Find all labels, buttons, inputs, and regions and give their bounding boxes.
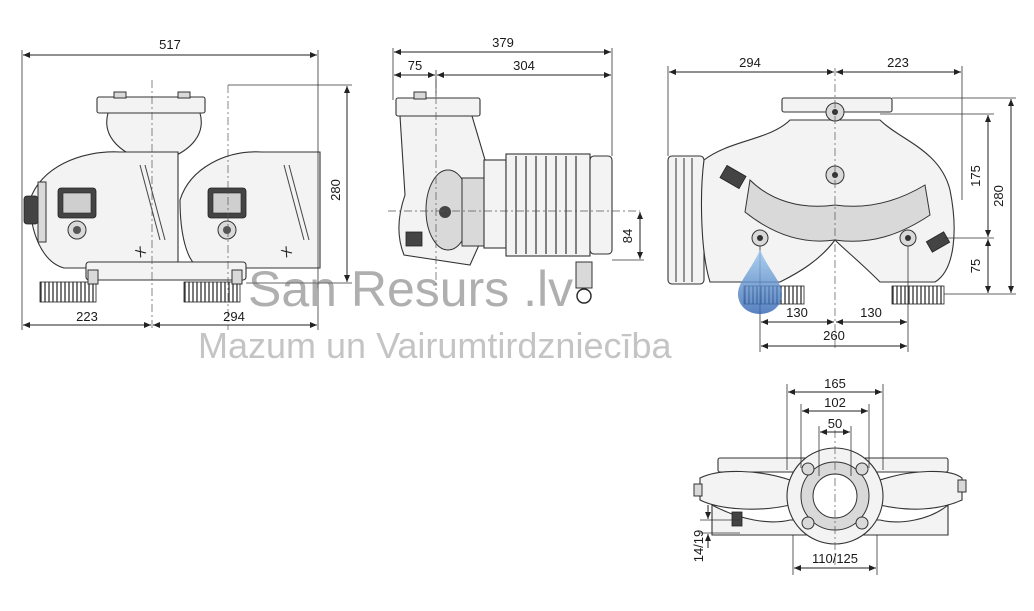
dim-side-motor-length: 304 [513,58,535,73]
dim-side-flange-offset: 75 [408,58,422,73]
flange-view [693,430,967,565]
dim-flange-bolt-span: 110/125 [812,551,858,566]
dim-flange-bolt-circle: 102 [824,395,846,410]
front-view-dimensions: 517 280 223 294 [21,37,352,330]
dim-rear-hole-right: 130 [860,305,882,320]
rear-view [667,68,955,350]
dim-side-axis-height: 84 [620,229,635,243]
side-view-dimensions: 379 75 304 84 [392,35,644,261]
dim-rear-height: 280 [991,185,1006,207]
dim-flange-bore: 50 [828,416,842,431]
watermark-brand: San Resurs .lv [248,261,573,317]
dim-rear-hole-span: 260 [823,328,845,343]
dim-rear-upper-height: 175 [968,165,983,187]
water-drop-icon [738,250,782,314]
dim-rear-hole-left: 130 [786,305,808,320]
flange-view-dimensions: 165 102 50 14/19 110/125 [691,376,884,575]
dim-flange-hole-size: 14/19 [691,530,706,563]
front-view: X X [23,80,321,330]
dim-front-height: 280 [328,179,343,201]
watermark-tagline: Mazum un Vairumtirdzniecība [198,325,672,366]
dim-front-left-to-axis: 223 [76,309,98,324]
side-view [388,80,640,304]
rear-view-dimensions: 294 223 175 280 75 130 130 260 [667,55,1016,352]
dim-flange-outer-diameter: 165 [824,376,846,391]
dim-rear-left-to-axis: 294 [739,55,761,70]
dim-front-overall-width: 517 [159,37,181,52]
dim-rear-axis-to-right: 223 [887,55,909,70]
dim-front-axis-to-right: 294 [223,309,245,324]
watermark: San Resurs .lv Mazum un Vairumtirdzniecī… [198,250,782,366]
dim-rear-base-height: 75 [968,259,983,273]
dim-side-overall-length: 379 [492,35,514,50]
